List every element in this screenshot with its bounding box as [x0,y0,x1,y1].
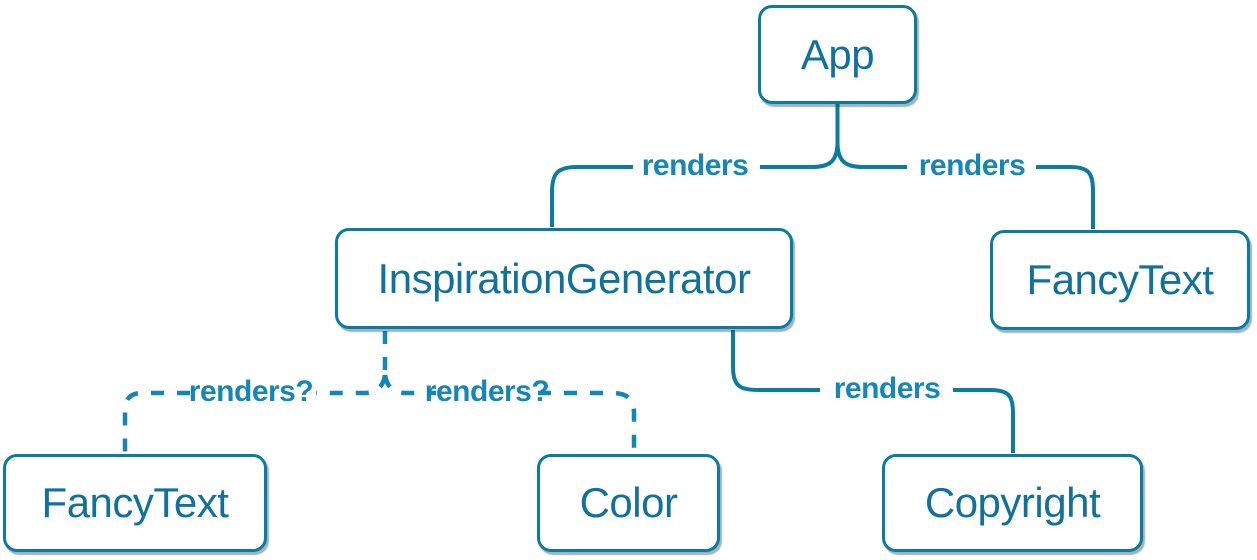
node-app-label: App [800,30,875,78]
edge-copyright-stem-line [731,330,820,392]
edge-dashed-right-fork-line [382,374,436,396]
edge-label-inspiration-copyright: renders [833,372,941,405]
node-fancy-text-bottom: FancyText [3,454,267,552]
node-fancy-text-top: FancyText [990,230,1250,330]
edge-app-fancy-text-top [835,141,1095,229]
node-app: App [758,5,917,104]
edge-label-inspiration-fancy-text: renders? [188,375,314,408]
edge-app-fancytext-fork-line [835,141,907,169]
edge-label-inspiration-color: renders? [424,375,550,408]
edge-label-app-fancy-text: renders [918,149,1026,182]
node-copyright: Copyright [882,454,1143,552]
edge-inspiration-generator-color [382,374,637,452]
node-fancy-text-bottom-label: FancyText [41,479,229,526]
edge-dashed-left-elbow-line [122,390,190,452]
edge-label-app-inspiration-generator: renders [641,149,749,182]
node-color: Color [537,454,720,552]
edge-dashed-left-fork-line [316,374,388,396]
edge-app-fancytext-elbow-line [1036,165,1095,229]
edge-app-inspiration-elbow-line [550,165,633,227]
edge-inspiration-generator-copyright [731,330,1015,453]
node-fancy-text-top-label: FancyText [1026,256,1214,303]
node-color-label: Color [579,479,678,526]
node-inspiration-generator: InspirationGenerator [335,228,793,329]
node-copyright-label: Copyright [924,479,1101,526]
edge-dashed-right-elbow-line [538,390,637,452]
edge-app-stem-line [760,104,840,169]
edge-copyright-elbow-line [953,388,1015,453]
node-inspiration-generator-label: InspirationGenerator [377,254,751,302]
